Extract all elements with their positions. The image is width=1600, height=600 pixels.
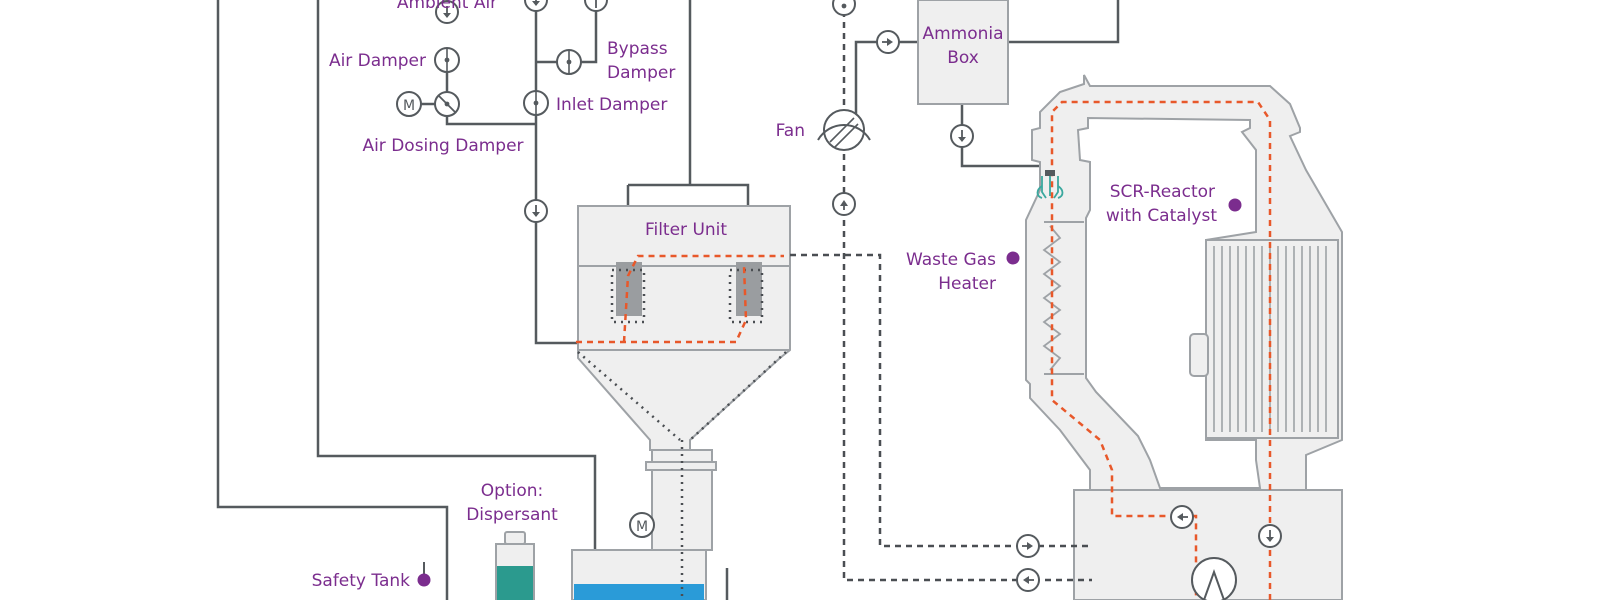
injector-icon xyxy=(1036,170,1064,199)
label-scr-reactor-line2: with Catalyst xyxy=(1106,206,1217,226)
heater-coil xyxy=(1042,225,1062,371)
label-waste-gas-heater-line1: Waste Gas xyxy=(906,250,996,270)
label-bypass-damper-line2: Damper xyxy=(607,63,675,83)
dispersant-bottle xyxy=(495,531,535,600)
label-scr-reactor-line1: SCR-Reactor xyxy=(1110,182,1215,202)
scr-reactor-body xyxy=(1025,74,1343,600)
air-dosing-damper-icon xyxy=(434,91,460,117)
arrow-circle-icon xyxy=(1016,568,1040,592)
label-filter-unit: Filter Unit xyxy=(645,220,727,240)
flue-gas-path xyxy=(576,100,1272,600)
motor-icon xyxy=(629,512,655,538)
catalyst-fins xyxy=(1213,246,1327,432)
label-inlet-damper: Inlet Damper xyxy=(556,95,667,115)
label-safety-tank: Safety Tank xyxy=(312,571,411,591)
motor-icon xyxy=(396,91,422,117)
damper-icon xyxy=(434,47,460,73)
marker-dot-icon xyxy=(417,573,431,587)
gas-lines xyxy=(790,0,1092,582)
heat-exchanger-icon xyxy=(1191,557,1237,600)
top-arrow-icons xyxy=(524,0,856,16)
arrow-circle-icon xyxy=(1016,534,1040,558)
arrow-circle-icon xyxy=(950,124,974,148)
inlet-damper-icon xyxy=(523,90,549,116)
motor-label: M xyxy=(403,98,415,114)
arrow-circle-icon xyxy=(1258,524,1282,548)
label-ambient-air: Ambient Air xyxy=(397,0,497,13)
label-air-dosing-damper: Air Dosing Damper xyxy=(362,136,523,156)
label-air-damper: Air Damper xyxy=(329,51,426,71)
filter-unit-body xyxy=(571,205,791,600)
fan-icon xyxy=(817,109,871,151)
bypass-damper-icon xyxy=(556,49,582,75)
marker-dot-icon xyxy=(1228,198,1242,212)
label-ammonia-box-line2: Box xyxy=(947,48,979,68)
marker-dot-icon xyxy=(1006,251,1020,265)
arrow-circle-icon xyxy=(832,192,856,216)
label-bypass-damper-line1: Bypass xyxy=(607,39,668,59)
label-ammonia-box-line1: Ammonia xyxy=(922,24,1003,44)
label-waste-gas-heater-line2: Heater xyxy=(938,274,996,294)
arrow-circle-icon xyxy=(524,199,548,223)
label-option-dispersant-line2: Dispersant xyxy=(466,505,558,525)
label-fan: Fan xyxy=(776,121,805,141)
arrow-circle-icon xyxy=(876,30,900,54)
arrow-circle-icon xyxy=(1170,505,1194,529)
label-option-dispersant-line1: Option: xyxy=(481,481,543,501)
motor-label: M xyxy=(636,519,648,535)
ammonia-box xyxy=(917,0,1009,105)
